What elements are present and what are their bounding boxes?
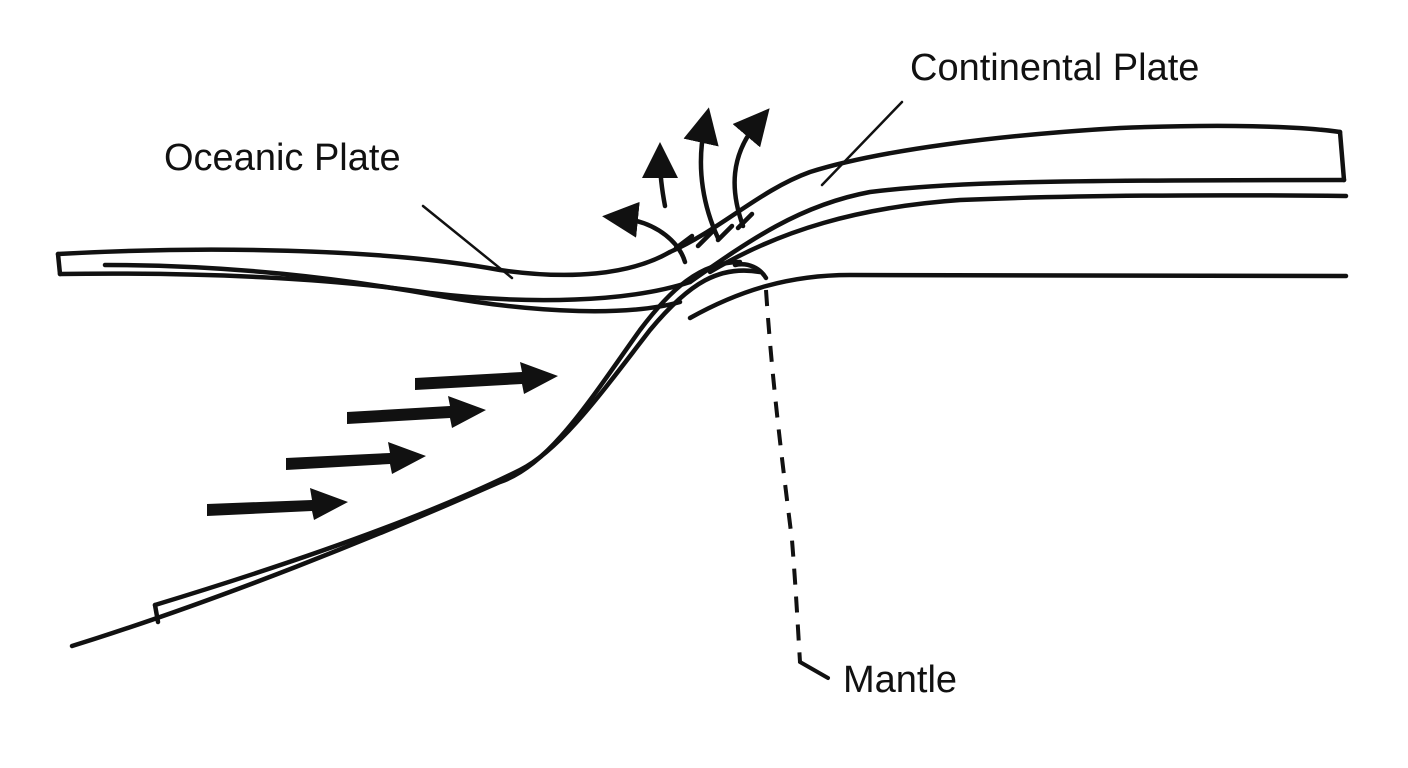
push-arrow-2 [347, 396, 486, 428]
continental-plate-right-end [1337, 129, 1347, 183]
continental-plate-bottom-outline [687, 177, 1347, 285]
lithosphere-base-line [687, 272, 1349, 321]
oceanic-plate-leader [421, 204, 514, 280]
thick-right-arrow-icon [207, 488, 348, 520]
push-arrow-3 [286, 442, 426, 474]
melt-tick [715, 223, 735, 243]
subducting-slab-tail-end [152, 602, 161, 625]
melt-tick [735, 211, 755, 231]
continental-plate-leader [820, 100, 904, 187]
slab-tip-curl [732, 262, 769, 281]
continental-plate-label: Continental Plate [910, 47, 1199, 89]
thick-right-arrow-icon [286, 442, 426, 474]
thick-right-arrow-icon [415, 362, 558, 394]
melt-tick [695, 229, 715, 249]
oceanic-plate-left-end [55, 251, 63, 277]
mantle-leader-end [798, 660, 830, 680]
push-arrow-1 [415, 362, 558, 394]
rising-melt-arrows [602, 107, 770, 265]
oceanic-plate-bottom-outline [102, 262, 683, 314]
subducting-slab-lower-outline [69, 259, 743, 649]
oceanic-plate-label: Oceanic Plate [164, 137, 401, 179]
continental-plate-lower-line [707, 192, 1349, 275]
curved-up-arrow-icon [642, 142, 679, 209]
oceanic-plate-top-outline [55, 247, 673, 278]
curved-up-arrow-icon [602, 201, 688, 265]
curved-up-arrow-icon [683, 107, 721, 241]
curved-up-arrow-icon [732, 108, 770, 229]
subducting-slab-upper-outline [152, 268, 763, 608]
mantle-label: Mantle [843, 659, 957, 701]
push-arrow-4 [207, 488, 348, 520]
thick-right-arrow-icon [347, 396, 486, 428]
continental-plate-top-outline [667, 123, 1343, 255]
melt-tick [673, 233, 695, 251]
mantle-leader-dashed [764, 289, 802, 663]
